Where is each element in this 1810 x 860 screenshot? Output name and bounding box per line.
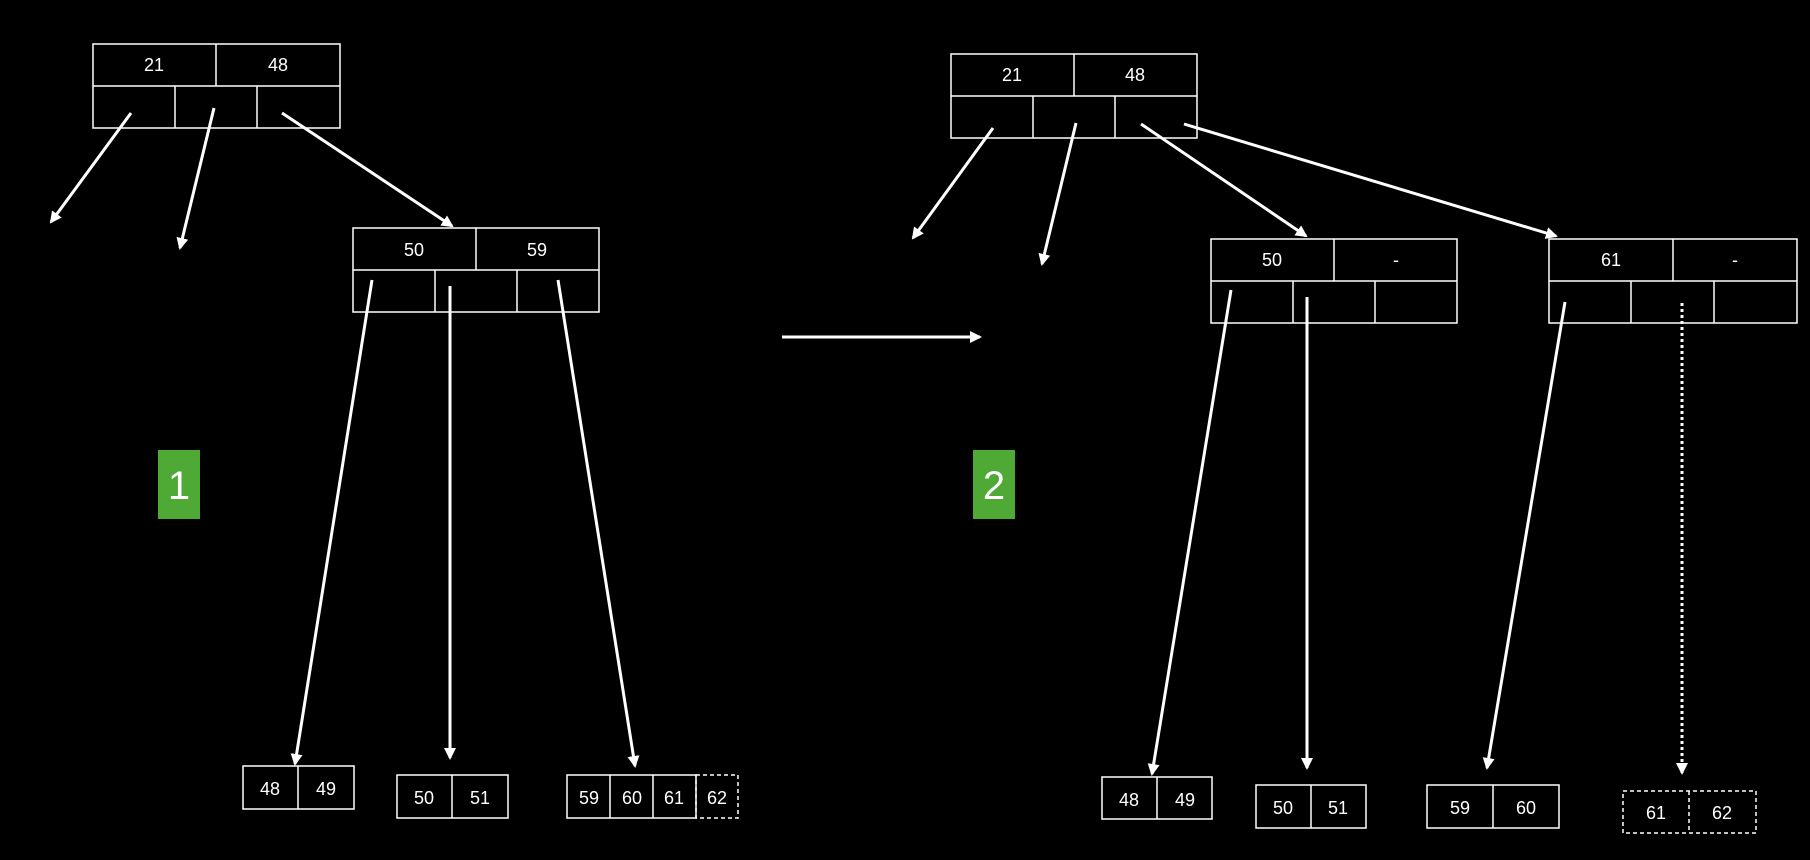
p2-internal-left-node: 50 - <box>1210 238 1458 324</box>
p1-root-key-2: 48 <box>268 55 288 75</box>
p2-leaf-1-key-1: 48 <box>1119 790 1139 810</box>
p2-internal-right-pointer-1 <box>1482 301 1567 770</box>
p2-leaf-1: 48 49 <box>1101 776 1213 820</box>
p2-leaf-2-key-1: 50 <box>1273 798 1293 818</box>
p1-leaf-2-key-2: 51 <box>470 788 490 808</box>
p2-root-pointer-2 <box>1038 122 1078 266</box>
p2-leaf-3-key-1: 59 <box>1450 798 1470 818</box>
p1-root-pointer-1 <box>49 112 133 224</box>
p2-root-node: 21 48 <box>950 53 1198 139</box>
p2-root-key-2: 48 <box>1125 65 1145 85</box>
panel-1: 21 48 50 59 <box>49 43 739 819</box>
p1-root-key-1: 21 <box>144 55 164 75</box>
p1-root-pointer-3 <box>281 111 454 228</box>
p2-root-pointer-1 <box>911 127 995 240</box>
p2-leaf-1-key-2: 49 <box>1175 790 1195 810</box>
p2-leaf-3-key-2: 60 <box>1516 798 1536 818</box>
p2-leaf-2: 50 51 <box>1255 784 1367 829</box>
p1-root-node: 21 48 <box>92 43 341 129</box>
step-2-badge-label: 2 <box>983 464 1005 508</box>
p1-internal-node: 50 59 <box>352 227 600 313</box>
p1-internal-key-2: 59 <box>527 240 547 260</box>
panel-2: 21 48 50 - 61 - <box>911 53 1798 834</box>
p1-root-pointer-2 <box>176 107 216 250</box>
step-1-badge: 1 <box>158 450 200 519</box>
p2-root-key-1: 21 <box>1002 65 1022 85</box>
p2-internal-left-key-1: 50 <box>1262 250 1282 270</box>
p2-root-pointer-3 <box>1140 122 1308 238</box>
p1-leaf-3-key-3: 61 <box>664 788 684 808</box>
p2-leaf-2-key-2: 51 <box>1328 798 1348 818</box>
p1-leaf-2: 50 51 <box>396 774 509 819</box>
p2-internal-right-node: 61 - <box>1548 238 1798 324</box>
p2-root-pointer-4 <box>1183 122 1558 239</box>
p2-internal-right-key-1: 61 <box>1601 250 1621 270</box>
p1-internal-key-1: 50 <box>404 240 424 260</box>
p1-pointers <box>49 107 640 768</box>
p2-leaf-4-new: 61 62 <box>1622 790 1757 834</box>
p2-internal-left-pointer-1 <box>1147 289 1233 776</box>
p1-leaf-3: 59 60 61 62 <box>566 774 739 819</box>
p2-pointers <box>911 122 1688 776</box>
p2-internal-left-key-2: - <box>1393 250 1399 270</box>
p2-internal-right-key-2: - <box>1732 250 1738 270</box>
p1-leaf-1: 48 49 <box>242 765 355 810</box>
step-2-badge: 2 <box>973 450 1015 519</box>
p2-leaf-4-key-1: 61 <box>1646 803 1666 823</box>
p1-overflow-key: 62 <box>707 788 727 808</box>
p1-overflow-slot <box>695 774 739 819</box>
p2-leaf-3: 59 60 <box>1426 784 1560 829</box>
step-1-badge-label: 1 <box>168 464 190 508</box>
p1-leaf-3-key-1: 59 <box>579 788 599 808</box>
p1-internal-pointer-1 <box>290 279 374 766</box>
p1-leaf-1-key-2: 49 <box>316 779 336 799</box>
p2-leaf-4-key-2: 62 <box>1712 803 1732 823</box>
p1-leaf-1-key-1: 48 <box>260 779 280 799</box>
p1-leaf-3-key-2: 60 <box>622 788 642 808</box>
p1-leaf-2-key-1: 50 <box>414 788 434 808</box>
p1-internal-pointer-3 <box>556 279 640 768</box>
